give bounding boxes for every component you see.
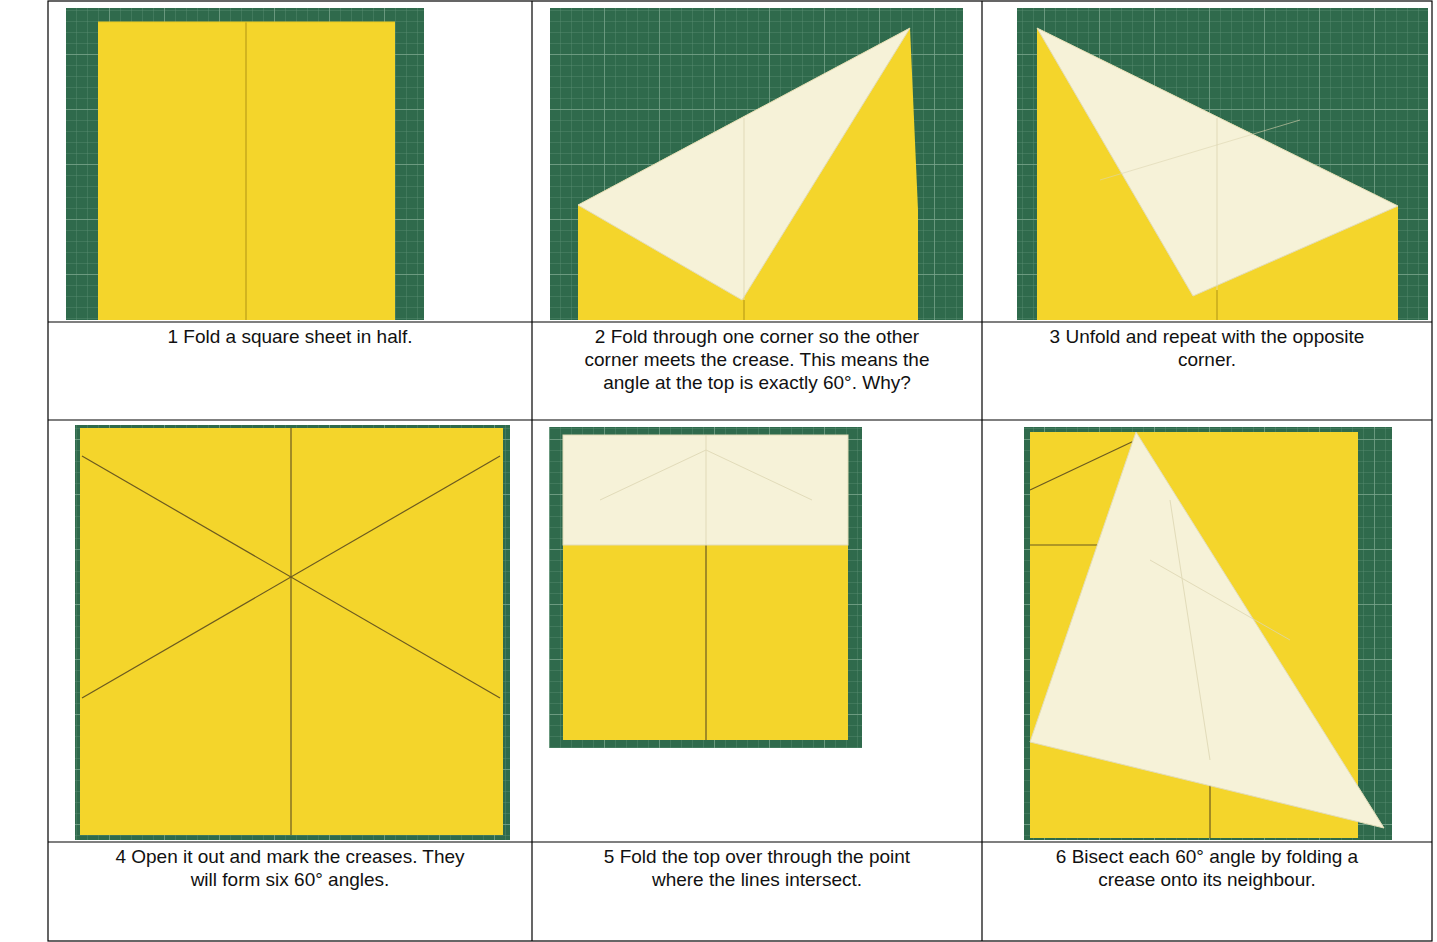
photo-step-4	[75, 425, 510, 840]
photo-step-1	[66, 8, 424, 320]
photo-step-5	[549, 427, 862, 748]
step-caption: 6 Bisect each 60° angle by folding a cre…	[1027, 845, 1387, 891]
step-caption: 2 Fold through one corner so the other c…	[577, 325, 937, 394]
photo-step-6	[1024, 427, 1392, 840]
step-caption: 5 Fold the top over through the point wh…	[577, 845, 937, 891]
step-caption: 1 Fold a square sheet in half.	[110, 325, 470, 348]
step-caption: 3 Unfold and repeat with the opposite co…	[1027, 325, 1387, 371]
step-caption: 4 Open it out and mark the creases. They…	[110, 845, 470, 891]
table-grid	[48, 1, 1432, 941]
photo-step-2	[550, 8, 963, 320]
photo-step-3	[1017, 8, 1428, 320]
